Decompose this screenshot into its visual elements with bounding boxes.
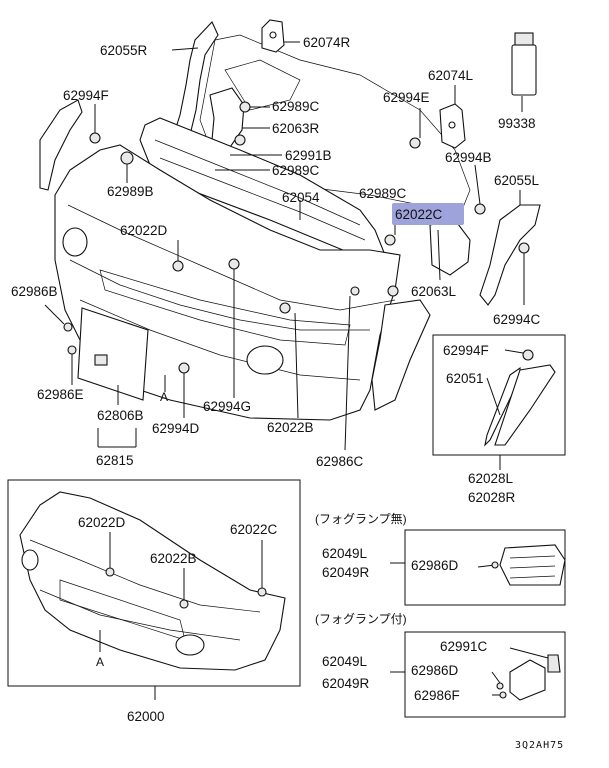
label-62994D[interactable]: 62994D: [152, 421, 200, 436]
clip-62989C-2[interactable]: [234, 134, 246, 146]
labels: 62055R 62074R 62994F 62989C 62063R 62991…: [11, 35, 564, 751]
leader-lines-bottom: [99, 532, 263, 700]
bracket-62063L[interactable]: [429, 219, 471, 276]
label-62028L[interactable]: 62028L: [468, 471, 514, 486]
clip-62989B[interactable]: [120, 151, 134, 165]
bolt-62986C[interactable]: [350, 286, 360, 296]
label-62049L-2[interactable]: 62049L: [322, 654, 368, 669]
clip-near-62063L[interactable]: [387, 285, 399, 297]
label-62989B[interactable]: 62989B: [107, 184, 154, 199]
label-62022C-highlight[interactable]: 62022C: [395, 207, 443, 222]
label-62063R[interactable]: 62063R: [272, 121, 320, 136]
clip-62022B-top[interactable]: [279, 302, 291, 314]
bolt-62994B[interactable]: [474, 203, 486, 215]
label-62074R[interactable]: 62074R: [303, 35, 351, 50]
bolt-62994G[interactable]: [228, 258, 240, 270]
label-62022D-bottom[interactable]: 62022D: [78, 515, 126, 530]
label-62022B-bottom[interactable]: 62022B: [150, 551, 197, 566]
foglamp-none-box: [390, 529, 566, 606]
bracket-62074L[interactable]: [439, 103, 466, 149]
diagram-code: 3Q2AH75: [515, 740, 564, 751]
screw-62986E[interactable]: [67, 345, 77, 355]
label-62022D-top[interactable]: 62022D: [120, 223, 168, 238]
label-62000[interactable]: 62000: [127, 709, 165, 724]
label-62063L[interactable]: 62063L: [411, 284, 457, 299]
label-62055L[interactable]: 62055L: [494, 173, 540, 188]
label-62806B[interactable]: 62806B: [97, 408, 144, 423]
label-62986C[interactable]: 62986C: [316, 454, 364, 469]
bumper-box: [7, 479, 301, 687]
bolt-62994D[interactable]: [178, 362, 190, 374]
corner-piece-right: [371, 299, 431, 411]
label-A-bottom[interactable]: A: [96, 655, 104, 669]
label-62028R[interactable]: 62028R: [468, 490, 516, 505]
garnish-box: [432, 334, 566, 470]
bolt-62994C[interactable]: [518, 242, 530, 254]
label-62022C-bottom[interactable]: 62022C: [230, 522, 278, 537]
label-62049R-2[interactable]: 62049R: [322, 676, 370, 691]
label-62991B[interactable]: 62991B: [285, 148, 332, 163]
label-62055R[interactable]: 62055R: [100, 43, 148, 58]
label-62049L-1[interactable]: 62049L: [322, 546, 368, 561]
clip-62989C-1[interactable]: [239, 101, 251, 113]
label-62989C-1[interactable]: 62989C: [272, 99, 320, 114]
label-62991C[interactable]: 62991C: [440, 639, 488, 654]
bracket-62074R[interactable]: [261, 19, 285, 53]
label-62986D-2[interactable]: 62986D: [411, 663, 459, 678]
label-62051[interactable]: 62051: [446, 371, 484, 386]
label-99338[interactable]: 99338: [498, 116, 536, 131]
bracket-62055L[interactable]: [479, 204, 541, 306]
bolt-62994E[interactable]: [409, 137, 421, 149]
side-strip-left: [39, 99, 83, 191]
clip-62022C-hl[interactable]: [384, 234, 396, 246]
plate-bracket-62806B[interactable]: [77, 307, 149, 401]
foglamp-with-box: [390, 631, 566, 718]
front-bumper-62000[interactable]: [19, 491, 286, 671]
label-62986D-1[interactable]: 62986D: [411, 558, 459, 573]
label-62074L[interactable]: 62074L: [428, 68, 474, 83]
label-62989C-3[interactable]: 62989C: [359, 186, 407, 201]
label-62815[interactable]: 62815: [96, 453, 134, 468]
spray-can-99338[interactable]: [511, 32, 537, 96]
label-62994E[interactable]: 62994E: [383, 90, 430, 105]
screw-62986B[interactable]: [63, 322, 73, 332]
label-62994G[interactable]: 62994G: [203, 399, 251, 414]
bolt-62994F-top[interactable]: [89, 132, 101, 144]
label-A-top[interactable]: A: [160, 390, 168, 404]
label-62049R-1[interactable]: 62049R: [322, 565, 370, 580]
label-62986F[interactable]: 62986F: [414, 688, 460, 703]
label-62054[interactable]: 62054: [282, 190, 320, 205]
leader-lines-top: [44, 41, 525, 451]
label-62994C[interactable]: 62994C: [493, 312, 541, 327]
note-with-foglamp: (フォグランプ付): [315, 612, 407, 626]
label-62989C-2[interactable]: 62989C: [272, 163, 320, 178]
label-62994B[interactable]: 62994B: [445, 150, 492, 165]
label-62994F-box[interactable]: 62994F: [443, 343, 489, 358]
highlight-62022C: [392, 203, 464, 225]
clip-62022D-top[interactable]: [172, 260, 184, 272]
label-62994F-top[interactable]: 62994F: [63, 88, 109, 103]
note-no-foglamp: (フォグランプ無): [315, 511, 407, 526]
label-62022B-top[interactable]: 62022B: [267, 420, 314, 435]
label-62986E[interactable]: 62986E: [37, 387, 84, 402]
label-62986B[interactable]: 62986B: [11, 284, 58, 299]
